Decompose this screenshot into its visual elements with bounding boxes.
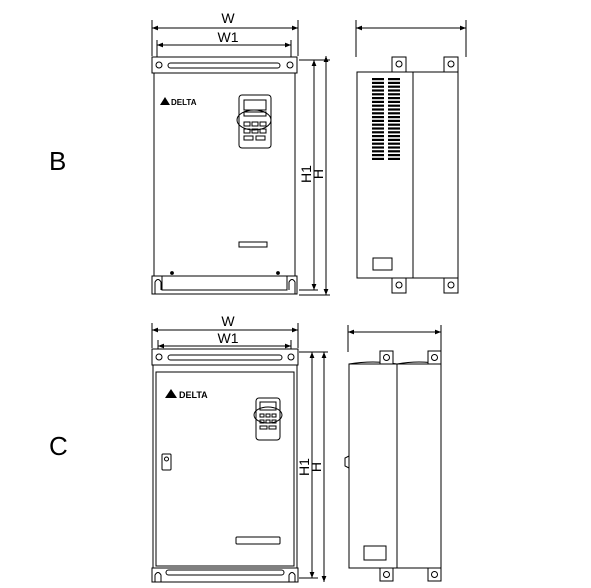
dim-w-label-b: W: [221, 10, 235, 26]
vent-louver: [372, 138, 384, 141]
vent-louver: [388, 119, 400, 122]
front-view-c: [151, 323, 328, 583]
row-label-c: C: [49, 431, 68, 461]
svg-text:DELTA: DELTA: [171, 98, 197, 107]
vent-louver: [388, 97, 400, 100]
vent-louver: [372, 116, 384, 119]
vent-louver: [388, 104, 400, 107]
vent-louver: [388, 138, 400, 141]
vent-louver: [388, 150, 400, 153]
vent-louver: [388, 81, 400, 84]
vent-louver: [388, 127, 400, 130]
vent-louver: [372, 146, 384, 149]
vent-louver: [388, 78, 400, 81]
vent-louver: [388, 154, 400, 157]
dim-h-label-c: H: [308, 462, 324, 472]
vent-louver: [372, 78, 384, 81]
dim-h-label-b: H: [310, 169, 326, 179]
side-view-b: [355, 20, 467, 294]
vent-louver: [372, 135, 384, 138]
vent-louver: [372, 89, 384, 92]
dim-w-label-c: W: [221, 313, 235, 329]
vent-louver: [388, 93, 400, 96]
vent-louver: [388, 131, 400, 134]
vent-louver: [372, 97, 384, 100]
delta-logo-c: DELTA: [165, 389, 208, 400]
vent-louver: [388, 116, 400, 119]
vent-louver: [388, 146, 400, 149]
vent-louver: [372, 150, 384, 153]
vent-louver: [388, 123, 400, 126]
vent-louver: [372, 93, 384, 96]
vent-louver: [388, 89, 400, 92]
vent-louver: [388, 85, 400, 88]
vent-louver: [372, 154, 384, 157]
vent-louver: [372, 104, 384, 107]
row-label-b: B: [49, 146, 67, 176]
vent-louver: [388, 112, 400, 115]
front-view-b: [151, 20, 330, 296]
vent-louver: [388, 157, 400, 160]
vent-louver: [388, 135, 400, 138]
vent-louver: [372, 123, 384, 126]
vent-louver: [388, 142, 400, 145]
vent-louver: [372, 131, 384, 134]
svg-text:DELTA: DELTA: [179, 390, 208, 400]
vent-louver: [372, 108, 384, 111]
dim-h1-label-c: H1: [296, 458, 312, 476]
vent-louver: [372, 127, 384, 130]
vent-louver: [372, 157, 384, 160]
delta-logo-b: DELTA: [160, 97, 197, 107]
dim-w1-label-c: W1: [218, 330, 239, 346]
side-view-c: [344, 325, 442, 582]
vent-louvers-b: [372, 78, 400, 160]
vent-louver: [388, 108, 400, 111]
dim-w1-label-b: W1: [218, 29, 239, 45]
vent-louver: [388, 100, 400, 103]
dim-h1-label-b: H1: [298, 165, 314, 183]
vent-louver: [372, 112, 384, 115]
vent-louver: [372, 100, 384, 103]
vent-louver: [372, 119, 384, 122]
vent-louver: [372, 81, 384, 84]
vent-louver: [372, 142, 384, 145]
vent-louver: [372, 85, 384, 88]
